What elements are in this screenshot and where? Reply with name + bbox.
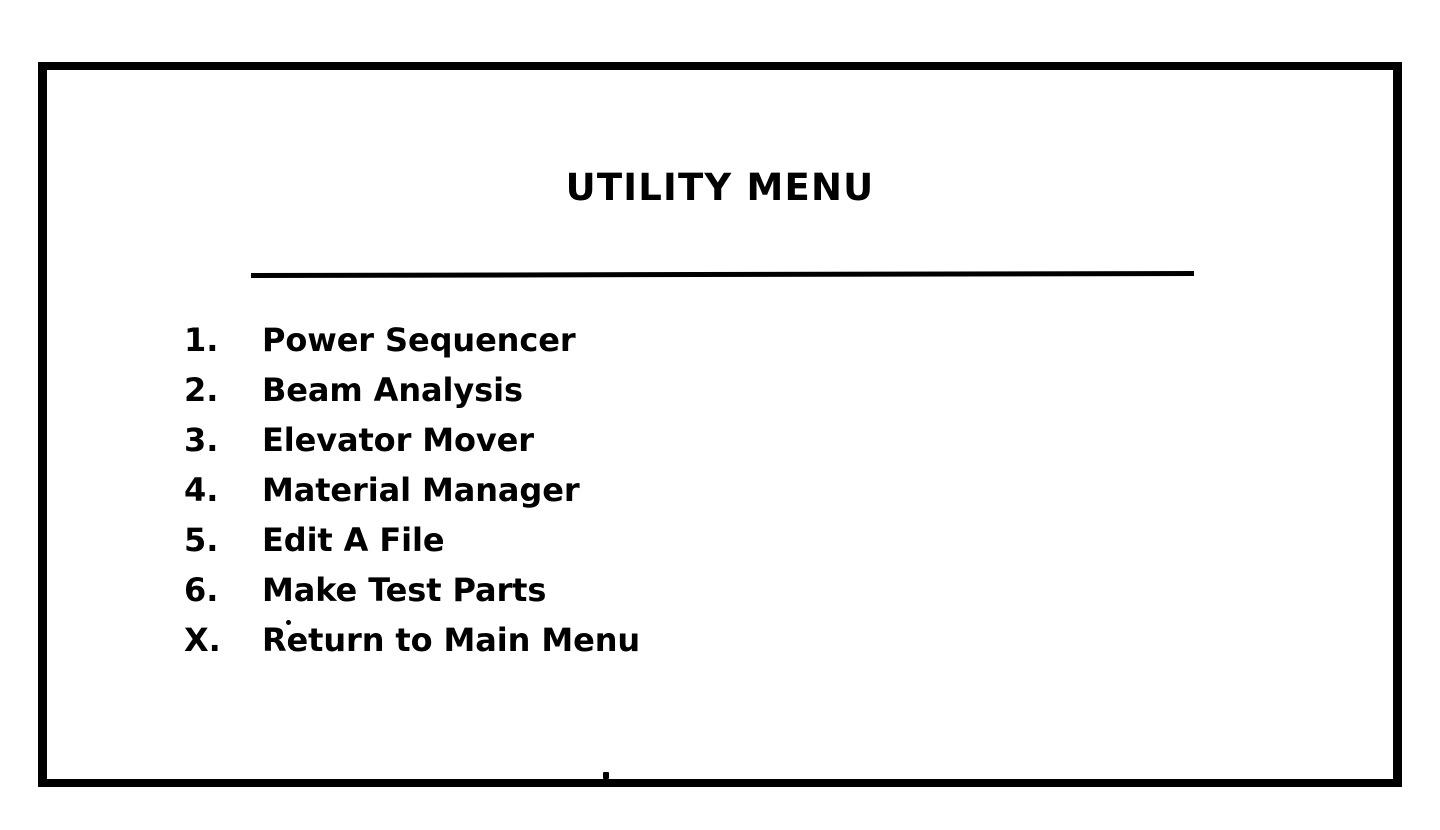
menu-item-make-test-parts[interactable]: 6. Make Test Parts — [184, 571, 1334, 621]
menu-item-power-sequencer[interactable]: 1. Power Sequencer — [184, 321, 1334, 371]
title-divider — [250, 271, 1195, 278]
menu-item-label: Edit A File — [262, 521, 445, 559]
menu-item-key: 5. — [184, 521, 219, 559]
menu-item-elevator-mover[interactable]: 3. Elevator Mover — [184, 421, 1334, 471]
scan-speck-artifact — [603, 772, 609, 779]
menu-item-label: Power Sequencer — [262, 321, 576, 359]
menu-frame-border: UTILITY MENU 1. Power Sequencer 2. Beam … — [38, 62, 1402, 787]
menu-item-label: Return to Main Menu — [262, 621, 641, 659]
menu-item-key: 4. — [184, 471, 219, 509]
menu-item-key: 6. — [184, 571, 219, 609]
scan-speck-artifact — [286, 620, 291, 625]
page-title: UTILITY MENU — [565, 166, 875, 209]
menu-item-beam-analysis[interactable]: 2. Beam Analysis — [184, 371, 1334, 421]
menu-item-edit-a-file[interactable]: 5. Edit A File — [184, 521, 1334, 571]
menu-item-label: Elevator Mover — [262, 421, 534, 459]
menu-item-label: Beam Analysis — [262, 371, 523, 409]
menu-item-label: Make Test Parts — [262, 571, 547, 609]
menu-item-key: 2. — [184, 371, 219, 409]
menu-list: 1. Power Sequencer 2. Beam Analysis 3. E… — [184, 321, 1334, 671]
menu-item-key: 1. — [184, 321, 219, 359]
menu-item-label: Material Manager — [262, 471, 580, 509]
menu-item-key: X. — [184, 621, 221, 659]
menu-item-key: 3. — [184, 421, 219, 459]
menu-item-material-manager[interactable]: 4. Material Manager — [184, 471, 1334, 521]
menu-item-return-to-main-menu[interactable]: X. Return to Main Menu — [184, 621, 1334, 671]
